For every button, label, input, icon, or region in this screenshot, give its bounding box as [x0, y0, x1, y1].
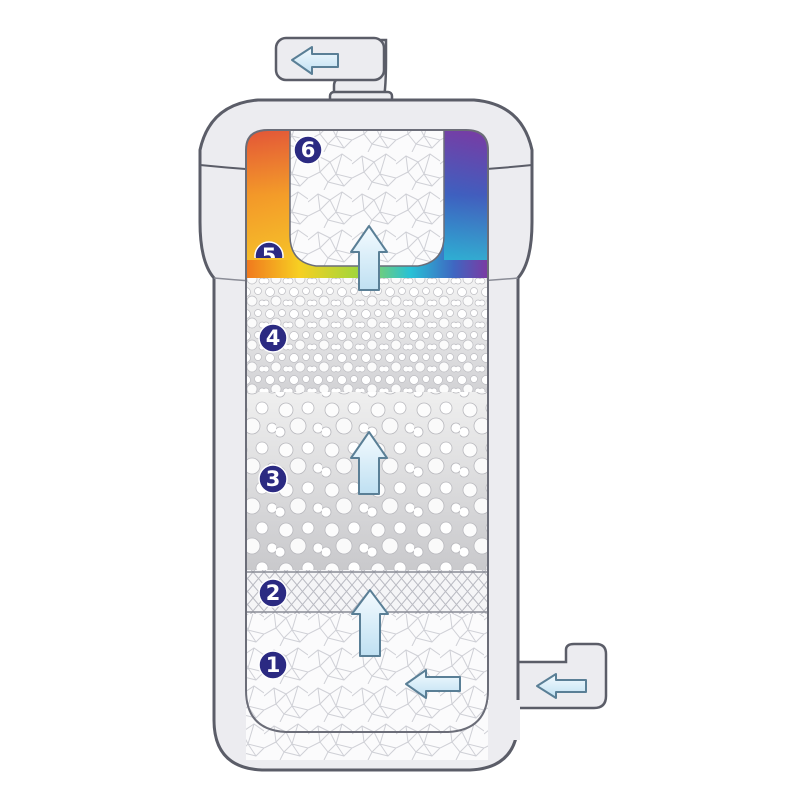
outlet-arrow: [291, 46, 339, 75]
stage-label-3: 3: [258, 464, 288, 494]
stage-label-4: 4: [258, 323, 288, 353]
up-arrow-top: [350, 225, 388, 291]
outlet-chamber: [289, 130, 445, 267]
inlet-arrow: [536, 673, 587, 699]
svg-text:1: 1: [266, 653, 281, 677]
svg-text:4: 4: [266, 326, 281, 350]
svg-text:6: 6: [301, 138, 316, 162]
stage-label-2: 2: [258, 578, 288, 608]
stage-label-5: 5: [254, 241, 284, 268]
bottom-chamber-arrow: [405, 669, 461, 699]
up-arrow-middle: [350, 431, 388, 495]
up-arrow-lower: [351, 589, 389, 657]
stage-label-1: 1: [258, 650, 288, 680]
svg-text:2: 2: [266, 581, 281, 605]
inlet-pipe: [508, 642, 608, 710]
stage-label-6: 6: [293, 135, 323, 165]
svg-text:3: 3: [266, 467, 281, 491]
svg-text:5: 5: [262, 244, 277, 268]
